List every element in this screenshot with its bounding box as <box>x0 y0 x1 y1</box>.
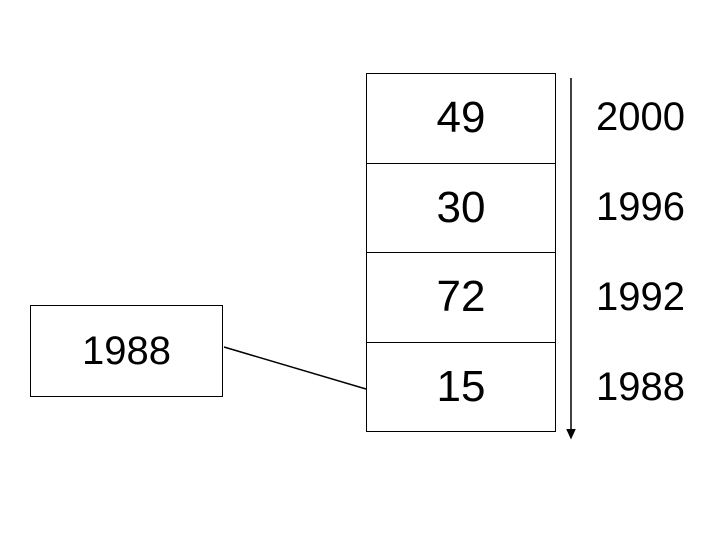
cell-value: 49 <box>436 93 486 143</box>
array-cell-1992: 72 <box>367 253 555 343</box>
cell-value: 72 <box>436 272 486 322</box>
array-cell-1988: 15 <box>367 343 555 432</box>
pointer-connector-line <box>223 346 367 390</box>
year-label-2000: 2000 <box>596 95 685 140</box>
pointer-box-label: 1988 <box>82 328 171 373</box>
year-label-1996: 1996 <box>596 185 685 230</box>
year-label-1988: 1988 <box>596 364 685 409</box>
array-stack: 49 30 72 15 <box>366 73 556 432</box>
cell-value: 15 <box>436 361 486 411</box>
timeline-down-arrow-icon <box>566 78 576 440</box>
pointer-box: 1988 <box>30 305 223 397</box>
year-label-1992: 1992 <box>596 274 685 319</box>
year-labels-column: 2000 1996 1992 1988 <box>596 73 685 432</box>
array-cell-2000: 49 <box>367 74 555 164</box>
cell-value: 30 <box>436 182 486 232</box>
array-cell-1996: 30 <box>367 164 555 253</box>
